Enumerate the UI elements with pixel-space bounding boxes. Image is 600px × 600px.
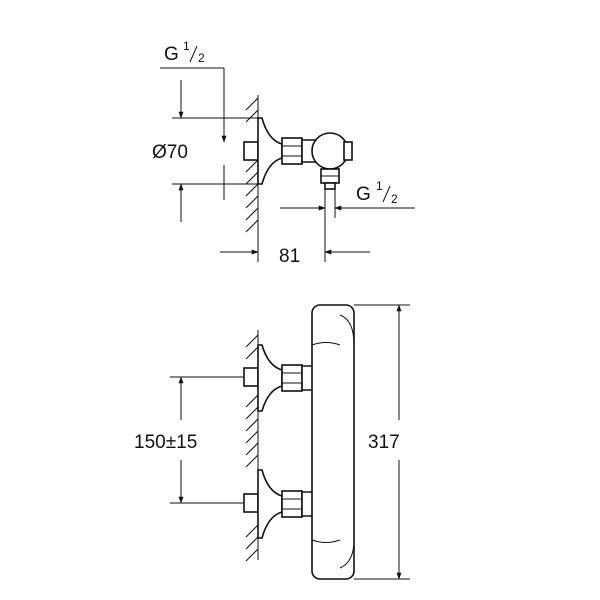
wall-top	[245, 95, 259, 233]
dim-inlet-thread: G 1 2	[160, 39, 227, 200]
inlet-thread-num: 1	[183, 39, 190, 53]
inlet-thread-den: 2	[198, 51, 205, 65]
mixer-cap-top	[343, 141, 353, 161]
spacing-value: 150±15	[134, 432, 197, 453]
front-view: 150±15 317	[134, 304, 410, 580]
dim-depth: 81	[220, 230, 370, 267]
diameter-value: Ø70	[152, 142, 188, 163]
flange-lower	[257, 469, 283, 539]
flange-top	[257, 117, 283, 185]
hex-nut-upper	[281, 364, 303, 392]
mixer-body-front	[311, 304, 355, 580]
dim-spacing: 150±15	[134, 376, 244, 504]
pipe-stub-top	[243, 141, 259, 161]
outlet-thread-den: 2	[391, 192, 398, 206]
outlet-thread	[324, 182, 336, 190]
dim-outlet-thread: G 1 2	[280, 179, 415, 262]
wall-bottom	[245, 330, 259, 562]
outlet-thread-num: 1	[376, 179, 383, 193]
dim-height: 317	[354, 304, 410, 580]
flange-upper	[257, 344, 283, 412]
control-knob-top	[339, 314, 355, 346]
hex-nut-top	[281, 137, 303, 165]
side-view: G 1 2 Ø70 G 1 2 81	[152, 39, 415, 267]
pipe-stub-lower	[243, 493, 259, 513]
control-knob-bottom	[339, 539, 355, 569]
hex-nut-lower	[281, 490, 303, 518]
outlet-thread-prefix: G	[356, 184, 371, 205]
height-value: 317	[368, 432, 400, 453]
inlet-thread-prefix: G	[164, 44, 179, 65]
mixer-body-top	[311, 132, 349, 170]
depth-value: 81	[279, 246, 300, 267]
dim-diameter: Ø70	[152, 80, 258, 222]
pipe-stub-upper	[243, 367, 259, 387]
